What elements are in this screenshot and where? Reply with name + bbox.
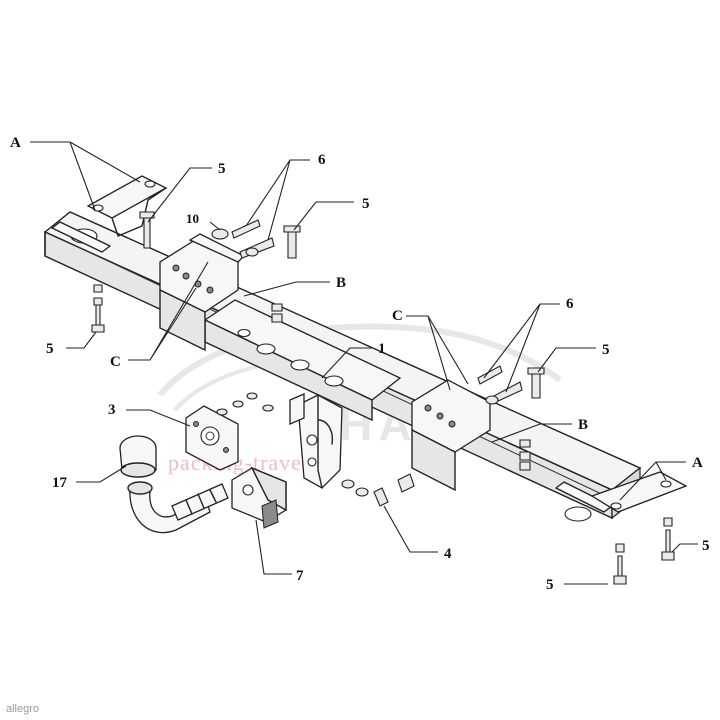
label-5-right-mid: 5 <box>602 342 610 358</box>
electrical-socket <box>231 466 287 529</box>
right-top-fixing-plate <box>590 471 688 513</box>
label-5-bottom: 5 <box>546 577 554 593</box>
label-5-right: 5 <box>702 538 710 554</box>
right-side-bracket <box>411 379 491 492</box>
label-3: 3 <box>108 402 116 418</box>
label-b-left: B <box>336 275 346 291</box>
label-4: 4 <box>444 546 452 562</box>
leader-lines <box>30 141 698 585</box>
label-5-top-mid: 5 <box>362 196 370 212</box>
label-5-top-left: 5 <box>218 161 226 177</box>
fasteners <box>91 211 675 585</box>
socket-mounting-plate <box>185 405 239 471</box>
label-c-left-top: C <box>392 308 403 324</box>
image-credit: allegro <box>6 703 39 715</box>
label-b-right: B <box>578 417 588 433</box>
label-c-left-bottom: C <box>110 354 121 370</box>
center-plate <box>203 299 402 422</box>
left-top-fixing-plate <box>86 175 168 237</box>
tow-ball-mount-bracket <box>289 393 343 489</box>
part-labels: A 5 6 10 5 B 5 C C 6 5 1 B A 3 17 5 5 4 … <box>10 135 710 593</box>
label-a-left: A <box>10 135 21 151</box>
tow-ball <box>119 435 229 534</box>
label-10: 10 <box>186 211 199 226</box>
label-a-right: A <box>692 455 703 471</box>
label-6-right: 6 <box>566 296 574 312</box>
left-side-bracket <box>159 233 246 352</box>
label-5-left: 5 <box>46 341 54 357</box>
label-7: 7 <box>296 568 304 584</box>
label-6-left: 6 <box>318 152 326 168</box>
label-17: 17 <box>52 475 68 491</box>
label-1: 1 <box>378 341 386 357</box>
